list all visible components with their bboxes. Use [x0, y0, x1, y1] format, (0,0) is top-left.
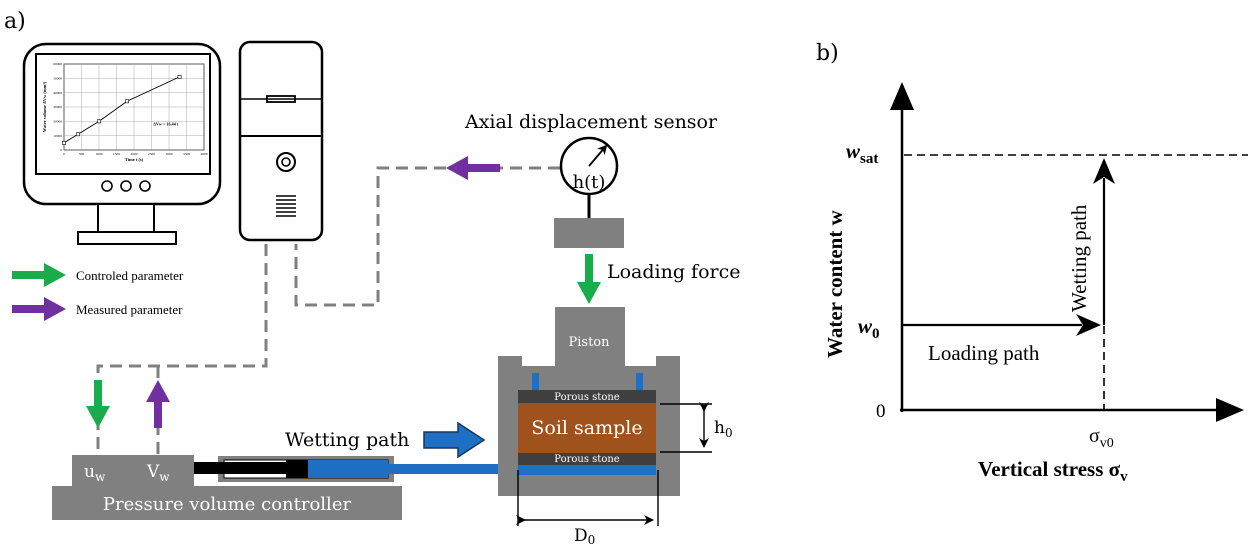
mini-chart-x-tick-label: 2500: [148, 152, 155, 156]
loading-force-label: Loading force: [607, 261, 741, 283]
wetting-path-b-label: Wetting path: [1067, 204, 1091, 312]
porous-stone-bottom-label: Porous stone: [554, 454, 620, 465]
bottom-water-channel: [518, 465, 656, 475]
controlled-arrow-uw: [86, 380, 110, 428]
power-button-inner: [281, 157, 291, 167]
panel-b-chart: Loading path Wetting path 0 w0 wsat σv0 …: [823, 82, 1248, 485]
mini-chart-point: [62, 140, 66, 145]
d0-dimension: [516, 470, 659, 526]
legend-measured: Measured parameter: [12, 297, 183, 321]
sensor-signal-line: [294, 166, 560, 307]
mini-chart-y-tick-label: 60000: [53, 62, 62, 66]
soil-sample: [518, 403, 656, 453]
mini-chart-point: [177, 75, 182, 79]
sensor-title: Axial displacement sensor: [464, 111, 718, 133]
piston-label: Piston: [569, 335, 611, 350]
piston-head: [522, 366, 656, 390]
panel-a-label: a): [4, 9, 26, 34]
mini-chart-x-axis-label: Time t (s): [125, 157, 144, 162]
monitor-button-1: [101, 180, 113, 192]
water-pipe: [388, 464, 548, 474]
mini-chart-point: [125, 99, 129, 104]
y-tick-0: 0: [876, 401, 886, 422]
mini-chart-y-axis-label: Water volume ΔVw (mm³): [42, 81, 47, 132]
measured-arrow-vw: [146, 380, 170, 428]
pvc-vw-label: Vw: [146, 462, 170, 484]
tower-body: [238, 40, 324, 242]
h0-dimension: [660, 402, 712, 453]
mini-chart-y-tick-label: 20000: [53, 120, 62, 124]
mini-chart-point: [76, 132, 80, 137]
y-tick-w0: w0: [858, 314, 880, 342]
oedometer-cell: Piston Porous stone Soil sample Porous s…: [498, 307, 680, 496]
pvc-water: [308, 460, 388, 478]
pvc-base: [52, 486, 402, 520]
legend-controlled-label: Controled parameter: [76, 268, 184, 283]
sensor-block: [554, 218, 624, 248]
x-axis-label: Vertical stress σv: [978, 457, 1128, 485]
porous-stone-bottom: [518, 453, 656, 465]
water-channel-right: [636, 373, 643, 391]
pvc-rod: [194, 462, 288, 474]
mini-chart-y-tick-label: 50000: [53, 77, 62, 81]
panel-b-label: b): [816, 41, 839, 66]
y-axis-arrowhead: [890, 82, 914, 110]
mini-chart-x-tick-label: 4000: [201, 152, 208, 156]
mini-chart-x-tick-label: 3000: [166, 152, 173, 156]
loading-path-arrowhead: [1076, 314, 1101, 336]
legend-measured-label: Measured parameter: [76, 302, 183, 317]
y-tick-wsat: wsat: [846, 139, 878, 167]
h0-label: h0: [714, 418, 733, 440]
gauge-needle: [588, 144, 608, 167]
d0-label: D0: [574, 526, 595, 544]
x-axis-arrowhead: [1216, 398, 1244, 422]
mini-chart-x-tick-label: 2000: [131, 152, 138, 156]
wetting-path-arrow: [423, 421, 486, 459]
mini-chart-x-tick-label: 1500: [113, 152, 120, 156]
porous-stone-top: [518, 390, 656, 403]
mini-chart-x-tick-label: 0: [63, 152, 65, 156]
y-axis-label: Water content w: [823, 209, 847, 358]
legend-controlled: Controled parameter: [12, 263, 184, 287]
water-channel-left: [532, 373, 539, 391]
pvc-title: Pressure volume controller: [103, 494, 352, 515]
mini-chart-x-tick-label: 1000: [96, 152, 103, 156]
mini-chart-y-tick-label: 40000: [53, 91, 62, 95]
mini-chart-point: [97, 119, 101, 124]
displacement-gauge: h(t): [554, 136, 624, 248]
monitor-button-2: [120, 180, 132, 192]
mini-chart-y-tick-label: 10000: [53, 134, 62, 138]
piston: [555, 307, 625, 367]
mini-chart-y-tick-label: 0: [60, 148, 62, 152]
gauge-label: h(t): [573, 172, 606, 193]
wetting-path-arrowhead: [1093, 158, 1115, 184]
monitor-base: [77, 231, 177, 245]
pvc-plunger: [286, 460, 308, 478]
computer-tower: [238, 40, 324, 242]
mini-chart-x-tick-label: 500: [79, 152, 85, 156]
pvc-block: [72, 455, 194, 487]
mini-chart-annotation: ΔVw = 16.44 t: [153, 122, 179, 127]
mini-chart-x-tick-label: 3500: [183, 152, 190, 156]
monitor-neck: [97, 203, 155, 233]
x-tick-sigma-v0: σv0: [1089, 425, 1114, 451]
measured-arrow-sensor: [446, 156, 500, 180]
vent-icon: [276, 195, 296, 217]
monitor-button-3: [139, 180, 151, 192]
pvc-uw-label: uw: [84, 462, 106, 484]
wetting-path-label: Wetting path: [285, 429, 409, 451]
loading-path-label: Loading path: [928, 341, 1040, 365]
loading-force-arrow: [577, 254, 601, 304]
pressure-volume-controller: Pressure volume controller uw Vw: [52, 455, 402, 520]
soil-sample-label: Soil sample: [531, 417, 642, 439]
porous-stone-top-label: Porous stone: [554, 392, 620, 403]
mini-chart-y-tick-label: 30000: [53, 105, 62, 109]
